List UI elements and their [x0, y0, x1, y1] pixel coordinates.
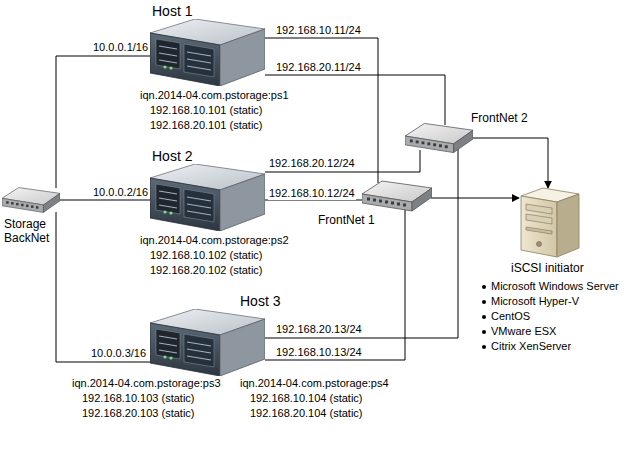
- platform-item: VMware ESX: [491, 325, 556, 338]
- icon-graphic: [405, 123, 473, 152]
- platform-item: Microsoft Hyper-V: [491, 295, 579, 308]
- network-link: [265, 75, 445, 125]
- icon-graphic: [150, 19, 265, 86]
- bullet-dot: [482, 285, 486, 289]
- server-icon: [150, 309, 265, 376]
- ip-label: 10.0.0.2/16: [92, 186, 149, 199]
- iqn-name: iqn.2014-04.com.pstorage:ps4: [240, 377, 389, 390]
- ip-label: 192.168.10.11/24: [275, 24, 362, 37]
- network-link: [265, 147, 458, 338]
- network-switch: Storage BackNet: [2, 185, 62, 247]
- ip-label: 192.168.20.11/24: [275, 61, 362, 74]
- node-title: FrontNet 1: [318, 214, 375, 228]
- bullet-dot: [482, 330, 486, 334]
- network-link: [265, 209, 405, 360]
- network-link: [265, 200, 364, 201]
- icon-graphic: [150, 309, 265, 376]
- platform-item: Citrix XenServer: [491, 340, 571, 353]
- network-link: [265, 38, 378, 183]
- arrow-connector: [472, 138, 548, 188]
- ip-address: 192.168.20.103 (static): [82, 407, 195, 420]
- network-link: [59, 200, 150, 201]
- icon-graphic: [2, 188, 60, 213]
- ip-label: 10.0.0.1/16: [92, 41, 149, 54]
- icon-graphic: [362, 181, 432, 211]
- switch-icon: [405, 122, 473, 154]
- ip-address: 192.168.10.103 (static): [82, 392, 195, 405]
- icon-graphic: [150, 164, 265, 231]
- bullet-dot: [482, 300, 486, 304]
- switch-icon: [362, 180, 432, 212]
- server-icon: [150, 19, 265, 86]
- ip-address: 192.168.10.102 (static): [150, 249, 263, 262]
- network-link: [56, 212, 150, 362]
- ip-label: 192.168.20.12/24: [268, 157, 356, 170]
- node-title: Host 2: [152, 148, 192, 164]
- iqn-name: iqn.2014-04.com.pstorage:ps1: [140, 89, 289, 102]
- initiator-computer: iSCSI initiatorMicrosoft Windows ServerM…: [477, 186, 621, 354]
- ip-label: 192.168.20.13/24: [275, 323, 363, 336]
- node-title: FrontNet 2: [471, 112, 528, 126]
- iqn-name: iqn.2014-04.com.pstorage:ps2: [140, 234, 289, 247]
- network-link: [56, 56, 150, 188]
- switch-icon: [2, 185, 60, 215]
- bullet-dot: [482, 315, 486, 319]
- ip-address: 192.168.20.102 (static): [150, 264, 263, 277]
- platform-item: CentOS: [491, 310, 530, 323]
- ip-address: 192.168.10.101 (static): [150, 104, 263, 117]
- ip-address: 192.168.10.104 (static): [250, 392, 363, 405]
- server-host: Host 1 iqn.2014-04.com.pstorage:ps1 192.16…: [140, 3, 291, 133]
- server-icon: [150, 164, 265, 231]
- computer-icon: [513, 186, 583, 258]
- bullet-dot: [482, 345, 486, 349]
- ip-label: 192.168.10.13/24: [275, 346, 363, 359]
- platform-item: Microsoft Windows Server: [491, 280, 619, 293]
- node-title: Storage BackNet: [4, 218, 60, 246]
- ip-address: 192.168.20.104 (static): [250, 407, 363, 420]
- node-title: Host 3: [240, 293, 280, 309]
- arrow-connector: [431, 198, 519, 199]
- network-switch: FrontNet 2: [405, 112, 530, 155]
- node-title: iSCSI initiator: [511, 262, 584, 276]
- ip-label: 192.168.10.12/24: [268, 187, 356, 200]
- network-link: [265, 150, 420, 172]
- node-title: Host 1: [152, 3, 192, 19]
- icon-graphic: [521, 188, 579, 257]
- ip-label: 10.0.0.3/16: [90, 347, 147, 360]
- ip-address: 192.168.20.101 (static): [150, 119, 263, 132]
- iqn-name: iqn.2014-04.com.pstorage:ps3: [72, 377, 221, 390]
